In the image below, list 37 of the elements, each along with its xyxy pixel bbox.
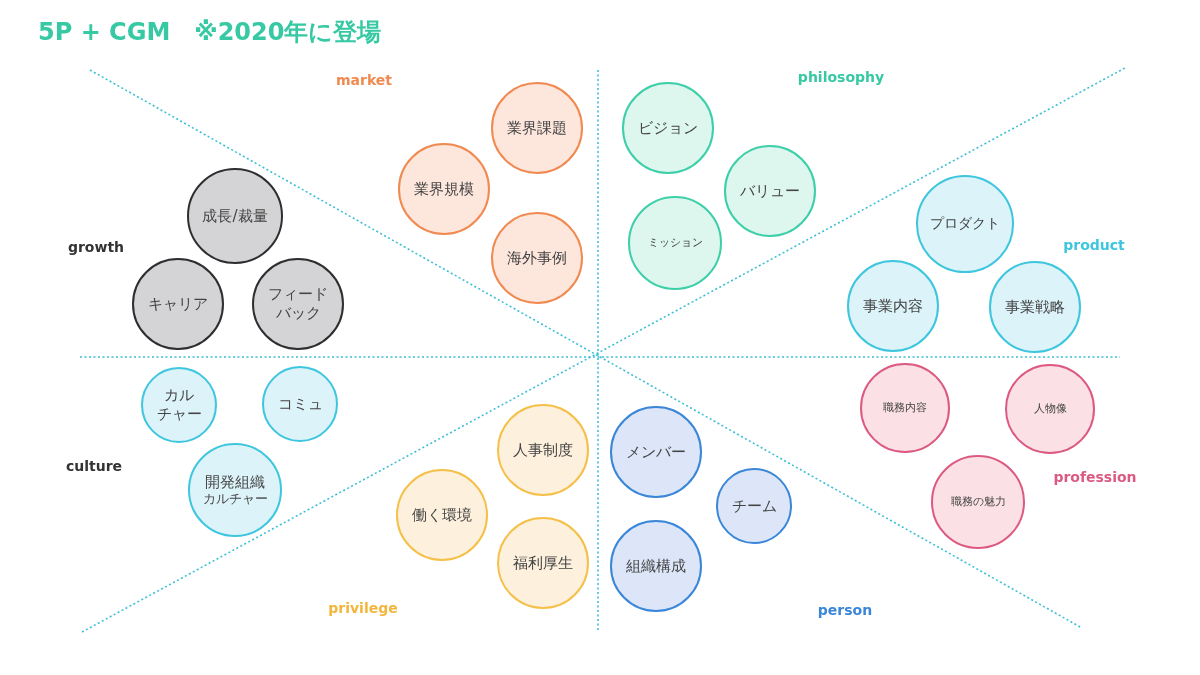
circle-label: キャリア (148, 294, 208, 314)
circle-label: 海外事例 (507, 248, 567, 268)
sector-label: profession (1053, 469, 1137, 485)
sector-label: growth (67, 239, 125, 255)
circle-label: カルチャー (155, 386, 203, 424)
circle-label: フィードバック (268, 285, 328, 323)
topic-circle (989, 261, 1081, 353)
sector-label: person (817, 602, 873, 618)
circle-label: 組織構成 (626, 556, 686, 576)
circle-label: カルチャー (202, 491, 268, 508)
circle-label: プロダクト (930, 215, 1000, 233)
circle-label: 職務内容 (883, 401, 927, 415)
circle-label: 働く環境 (412, 505, 472, 525)
circle-label: 福利厚生 (513, 553, 573, 573)
circle-label: 人物像 (1033, 402, 1067, 416)
circle-label: チーム (731, 496, 777, 516)
sector-label: culture (65, 458, 123, 474)
circle-label: 業界規模 (414, 179, 474, 199)
circle-label: バリュー (740, 181, 800, 201)
circle-label: ビジョン (638, 118, 698, 138)
circle-label: 事業戦略 (1005, 297, 1065, 317)
title: 5P + CGM ※2020年に登場 (38, 17, 382, 48)
topic-circle (187, 168, 283, 264)
circle-label: 業界課題 (507, 118, 567, 138)
sector-label: market (335, 72, 393, 88)
sector-label: product (1063, 237, 1125, 253)
circle-label: 開発組織 (205, 472, 265, 492)
sector-label: philosophy (797, 69, 885, 85)
circle-label: 人事制度 (513, 440, 573, 460)
circle-label: 事業内容 (863, 296, 923, 316)
circle-label: 職務の魅力 (950, 495, 1006, 509)
circle-label: コミュ (277, 394, 323, 414)
circle-label: メンバー (626, 442, 686, 462)
topic-circle (916, 175, 1014, 273)
circle-label: 成長/裁量 (202, 206, 268, 226)
sector-label: privilege (328, 600, 398, 616)
circle-label: ミッション (647, 236, 703, 250)
